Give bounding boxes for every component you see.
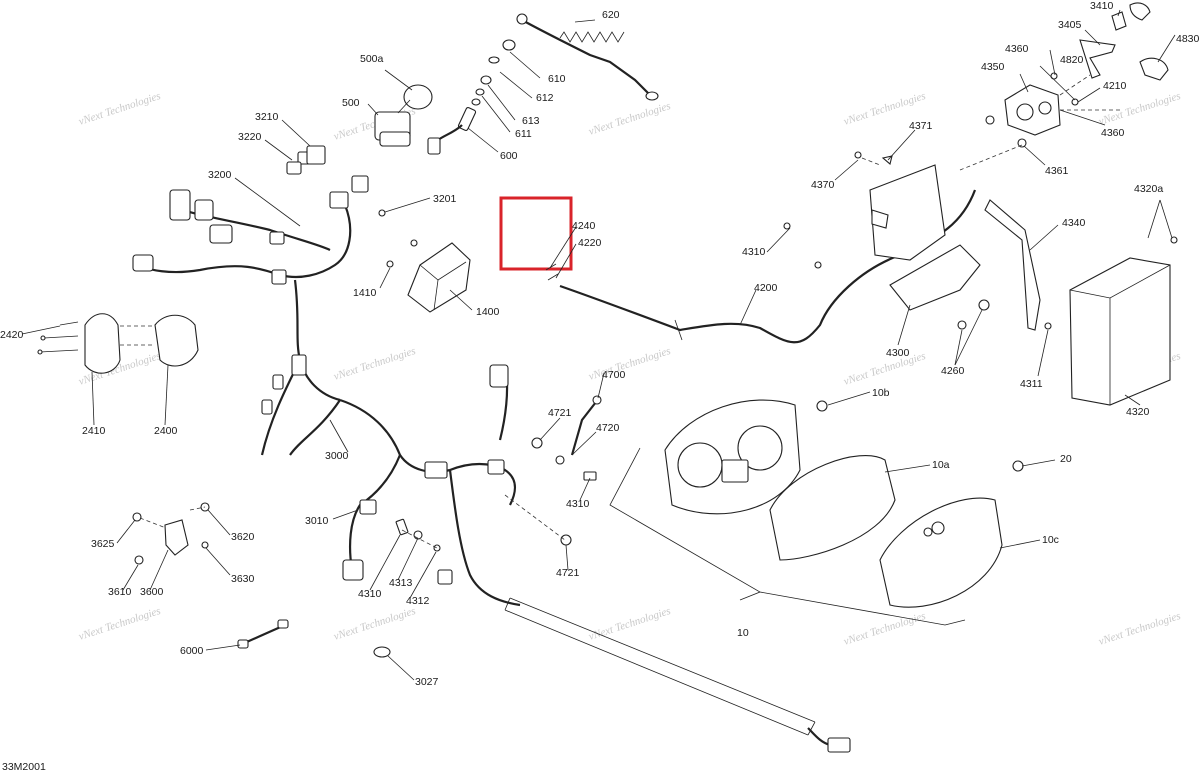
callout-label: 3220 — [238, 131, 262, 143]
callout-label: 4312 — [406, 595, 430, 607]
switch-pack — [37, 313, 199, 374]
callout-label: 3405 — [1058, 19, 1082, 31]
callout-label: 4371 — [909, 120, 933, 132]
callout-label: 2410 — [82, 425, 106, 437]
callout-label: 3000 — [325, 450, 349, 462]
module-1400 — [386, 239, 471, 313]
callout-label: 10b — [872, 387, 890, 399]
callout-label: 4320a — [1134, 183, 1163, 195]
watermark: vNext Technologies — [77, 90, 162, 128]
key-switch-group — [374, 13, 659, 155]
harness-strip — [504, 597, 851, 753]
highlight-box — [499, 196, 573, 271]
callout-label: 1410 — [353, 287, 377, 299]
callout-label: 4820 — [1060, 54, 1084, 66]
callout-label: 4313 — [389, 577, 413, 589]
callout-label: 4340 — [1062, 217, 1086, 229]
callout-label: 4721 — [556, 567, 580, 579]
solenoid-group — [959, 2, 1169, 171]
bracket-4340 — [984, 199, 1052, 331]
watermark: vNext Technologies — [332, 345, 417, 383]
callout-label: 4310 — [358, 588, 382, 600]
watermark: vNext Technologies — [1097, 610, 1182, 648]
callout-label: 4310 — [742, 246, 766, 258]
battery — [1069, 236, 1178, 406]
callout-label: 4830 — [1176, 33, 1200, 45]
callout-label: 4210 — [1103, 80, 1127, 92]
callout-label: 3200 — [208, 169, 232, 181]
callout-label: 4320 — [1126, 406, 1150, 418]
callout-label: 4260 — [941, 365, 965, 377]
callout-label: 4700 — [602, 369, 626, 381]
callout-label: 4720 — [596, 422, 620, 434]
callout-label: 4350 — [981, 61, 1005, 73]
watermark: vNext Technologies — [332, 605, 417, 643]
watermarks: vNext Technologies vNext Technologies vN… — [77, 90, 1182, 648]
callout-label: 1400 — [476, 306, 500, 318]
callout-label: 4300 — [886, 347, 910, 359]
fuse-6000 — [237, 619, 391, 658]
callout-label: 500a — [360, 53, 384, 65]
ground-strap — [504, 395, 602, 546]
callout-label: 4240 — [572, 220, 596, 232]
callout-label: 4361 — [1045, 165, 1069, 177]
callout-label: 3620 — [231, 531, 255, 543]
watermark: vNext Technologies — [587, 345, 672, 383]
callout-label: 4721 — [548, 407, 572, 419]
callout-label: 613 — [522, 115, 540, 127]
callout-label: 2400 — [154, 425, 178, 437]
watermark: vNext Technologies — [587, 605, 672, 643]
callout-label: 10c — [1042, 534, 1059, 546]
callout-label: 4310 — [566, 498, 590, 510]
callout-label: 3210 — [255, 111, 279, 123]
watermark: vNext Technologies — [1097, 90, 1182, 128]
diagram-code: 33M2001 — [2, 761, 46, 773]
callout-label: 4311 — [1020, 378, 1043, 390]
callout-label: 10a — [932, 459, 950, 471]
callout-label: 3600 — [140, 586, 164, 598]
callout-label: 3010 — [305, 515, 329, 527]
callout-label: 500 — [342, 97, 360, 109]
bracket-3600 — [132, 502, 210, 565]
callout-label: 612 — [536, 92, 554, 104]
callout-label: 6000 — [180, 645, 204, 657]
callout-label: 4360 — [1005, 43, 1029, 55]
callout-label: 4370 — [811, 179, 835, 191]
main-harness — [132, 145, 521, 607]
callout-label: 3610 — [108, 586, 132, 598]
callout-label: 610 — [548, 73, 566, 85]
callout-label: 3630 — [231, 573, 255, 585]
callout-label: 3201 — [433, 193, 457, 205]
fasteners-4310 — [395, 518, 441, 552]
battery-tray — [854, 151, 990, 330]
watermark: vNext Technologies — [842, 350, 927, 388]
callout-label: 3027 — [415, 676, 439, 688]
callout-label: 4360 — [1101, 127, 1125, 139]
callout-label: 4220 — [578, 237, 602, 249]
callout-label: 2420 — [0, 329, 24, 341]
instrument-cluster — [609, 399, 1024, 626]
watermark: vNext Technologies — [587, 100, 672, 138]
callout-label: 4200 — [754, 282, 778, 294]
leader-lines — [21, 9, 1176, 681]
callout-label: 600 — [500, 150, 518, 162]
watermark: vNext Technologies — [842, 610, 927, 648]
callout-label: 620 — [602, 9, 620, 21]
callout-label: 611 — [515, 128, 532, 140]
watermark: vNext Technologies — [77, 605, 162, 643]
callout-label: 20 — [1060, 453, 1072, 465]
callout-label: 10 — [737, 627, 749, 639]
callout-label: 3625 — [91, 538, 115, 550]
callout-label: 3410 — [1090, 0, 1114, 12]
